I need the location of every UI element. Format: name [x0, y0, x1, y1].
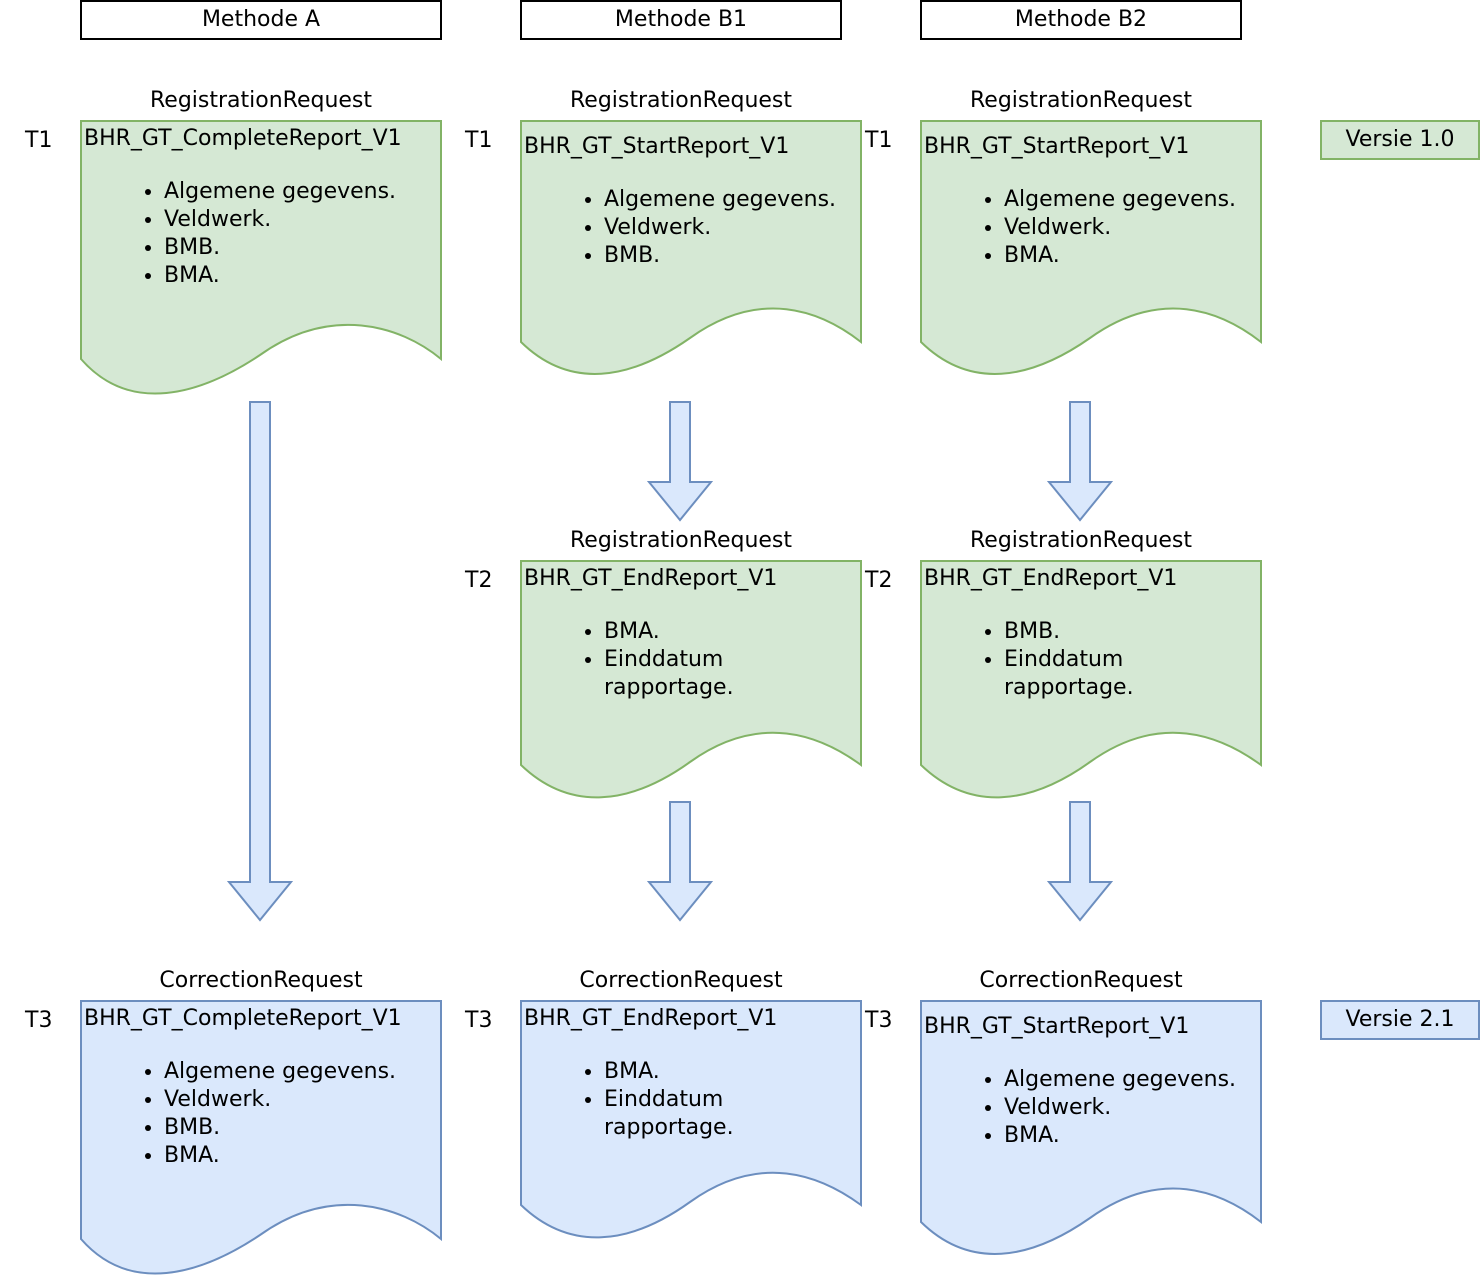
arrow-b2-t2-t3	[1046, 801, 1114, 922]
list-item: BMA.	[164, 262, 396, 290]
doc-items-a-t3: Algemene gegevens. Veldwerk. BMB. BMA.	[124, 1058, 396, 1170]
doc-items-b2-t3: Algemene gegevens. Veldwerk. BMA.	[964, 1066, 1236, 1150]
arrow-b2-t1-t2	[1046, 401, 1114, 522]
doc-title-b1-t3: BHR_GT_EndReport_V1	[524, 1006, 778, 1031]
request-label-b1-t2: RegistrationRequest	[569, 528, 793, 553]
doc-shape-a-t3	[80, 1000, 442, 1275]
doc-title-b1-t2: BHR_GT_EndReport_V1	[524, 566, 778, 591]
arrow-b1-t2-t3	[646, 801, 714, 922]
list-item: BMB.	[1004, 618, 1224, 646]
doc-items-b1-t1: Algemene gegevens. Veldwerk. BMB.	[564, 186, 836, 270]
time-label-b2-t2: T2	[865, 568, 893, 593]
list-item: Veldwerk.	[1004, 214, 1236, 242]
doc-title-b2-t1: BHR_GT_StartReport_V1	[924, 134, 1190, 159]
doc-items-b2-t1: Algemene gegevens. Veldwerk. BMA.	[964, 186, 1236, 270]
doc-shape-b2-t1	[920, 120, 1262, 375]
list-item: BMA.	[604, 618, 824, 646]
list-item: Veldwerk.	[164, 1086, 396, 1114]
doc-title-b2-t2: BHR_GT_EndReport_V1	[924, 566, 1178, 591]
arrow-b1-t1-t2	[646, 401, 714, 522]
list-item: Algemene gegevens.	[604, 186, 836, 214]
list-item: BMB.	[604, 242, 836, 270]
list-item: Veldwerk.	[604, 214, 836, 242]
list-item: Algemene gegevens.	[1004, 1066, 1236, 1094]
request-label-a-t3: CorrectionRequest	[159, 968, 363, 993]
doc-title-a-t1: BHR_GT_CompleteReport_V1	[84, 126, 402, 151]
doc-items-b1-t2: BMA. Einddatum rapportage.	[564, 618, 824, 702]
doc-items-b2-t2: BMB. Einddatum rapportage.	[964, 618, 1224, 702]
list-item: BMA.	[1004, 1122, 1236, 1150]
list-item: BMA.	[164, 1142, 396, 1170]
request-label-b2-t2: RegistrationRequest	[969, 528, 1193, 553]
version-badge-1: Versie 1.0	[1320, 120, 1480, 160]
time-label-b1-t2: T2	[465, 568, 493, 593]
doc-title-b2-t3: BHR_GT_StartReport_V1	[924, 1014, 1190, 1039]
header-methode-b2: Methode B2	[920, 0, 1242, 40]
doc-title-b1-t1: BHR_GT_StartReport_V1	[524, 134, 790, 159]
list-item: Algemene gegevens.	[1004, 186, 1236, 214]
version-badge-2: Versie 2.1	[1320, 1000, 1480, 1040]
list-item: BMA.	[1004, 242, 1236, 270]
time-label-b2-t3: T3	[865, 1008, 893, 1033]
time-label-b1-t3: T3	[465, 1008, 493, 1033]
list-item: Einddatum rapportage.	[604, 1086, 824, 1142]
time-label-a-t1: T1	[25, 128, 53, 153]
doc-shape-b2-t3	[920, 1000, 1262, 1255]
doc-items-a-t1: Algemene gegevens. Veldwerk. BMB. BMA.	[124, 178, 396, 290]
list-item: BMA.	[604, 1058, 824, 1086]
request-label-a-t1: RegistrationRequest	[149, 88, 373, 113]
request-label-b2-t1: RegistrationRequest	[969, 88, 1193, 113]
list-item: Veldwerk.	[164, 206, 396, 234]
request-label-b1-t3: CorrectionRequest	[579, 968, 783, 993]
time-label-a-t3: T3	[25, 1008, 53, 1033]
doc-shape-b1-t2	[520, 560, 862, 799]
time-label-b2-t1: T1	[865, 128, 893, 153]
request-label-b2-t3: CorrectionRequest	[979, 968, 1183, 993]
doc-shape-b1-t3	[520, 1000, 862, 1239]
header-methode-a: Methode A	[80, 0, 442, 40]
doc-items-b1-t3: BMA. Einddatum rapportage.	[564, 1058, 824, 1142]
list-item: Einddatum rapportage.	[604, 646, 824, 702]
list-item: BMB.	[164, 234, 396, 262]
doc-shape-b1-t1	[520, 120, 862, 375]
list-item: BMB.	[164, 1114, 396, 1142]
list-item: Algemene gegevens.	[164, 1058, 396, 1086]
doc-title-a-t3: BHR_GT_CompleteReport_V1	[84, 1006, 402, 1031]
request-label-b1-t1: RegistrationRequest	[569, 88, 793, 113]
time-label-b1-t1: T1	[465, 128, 493, 153]
doc-shape-b2-t2	[920, 560, 1262, 799]
list-item: Einddatum rapportage.	[1004, 646, 1224, 702]
list-item: Algemene gegevens.	[164, 178, 396, 206]
doc-shape-a-t1	[80, 120, 442, 395]
header-methode-b1: Methode B1	[520, 0, 842, 40]
arrow-a-t1-t3	[226, 401, 294, 922]
list-item: Veldwerk.	[1004, 1094, 1236, 1122]
